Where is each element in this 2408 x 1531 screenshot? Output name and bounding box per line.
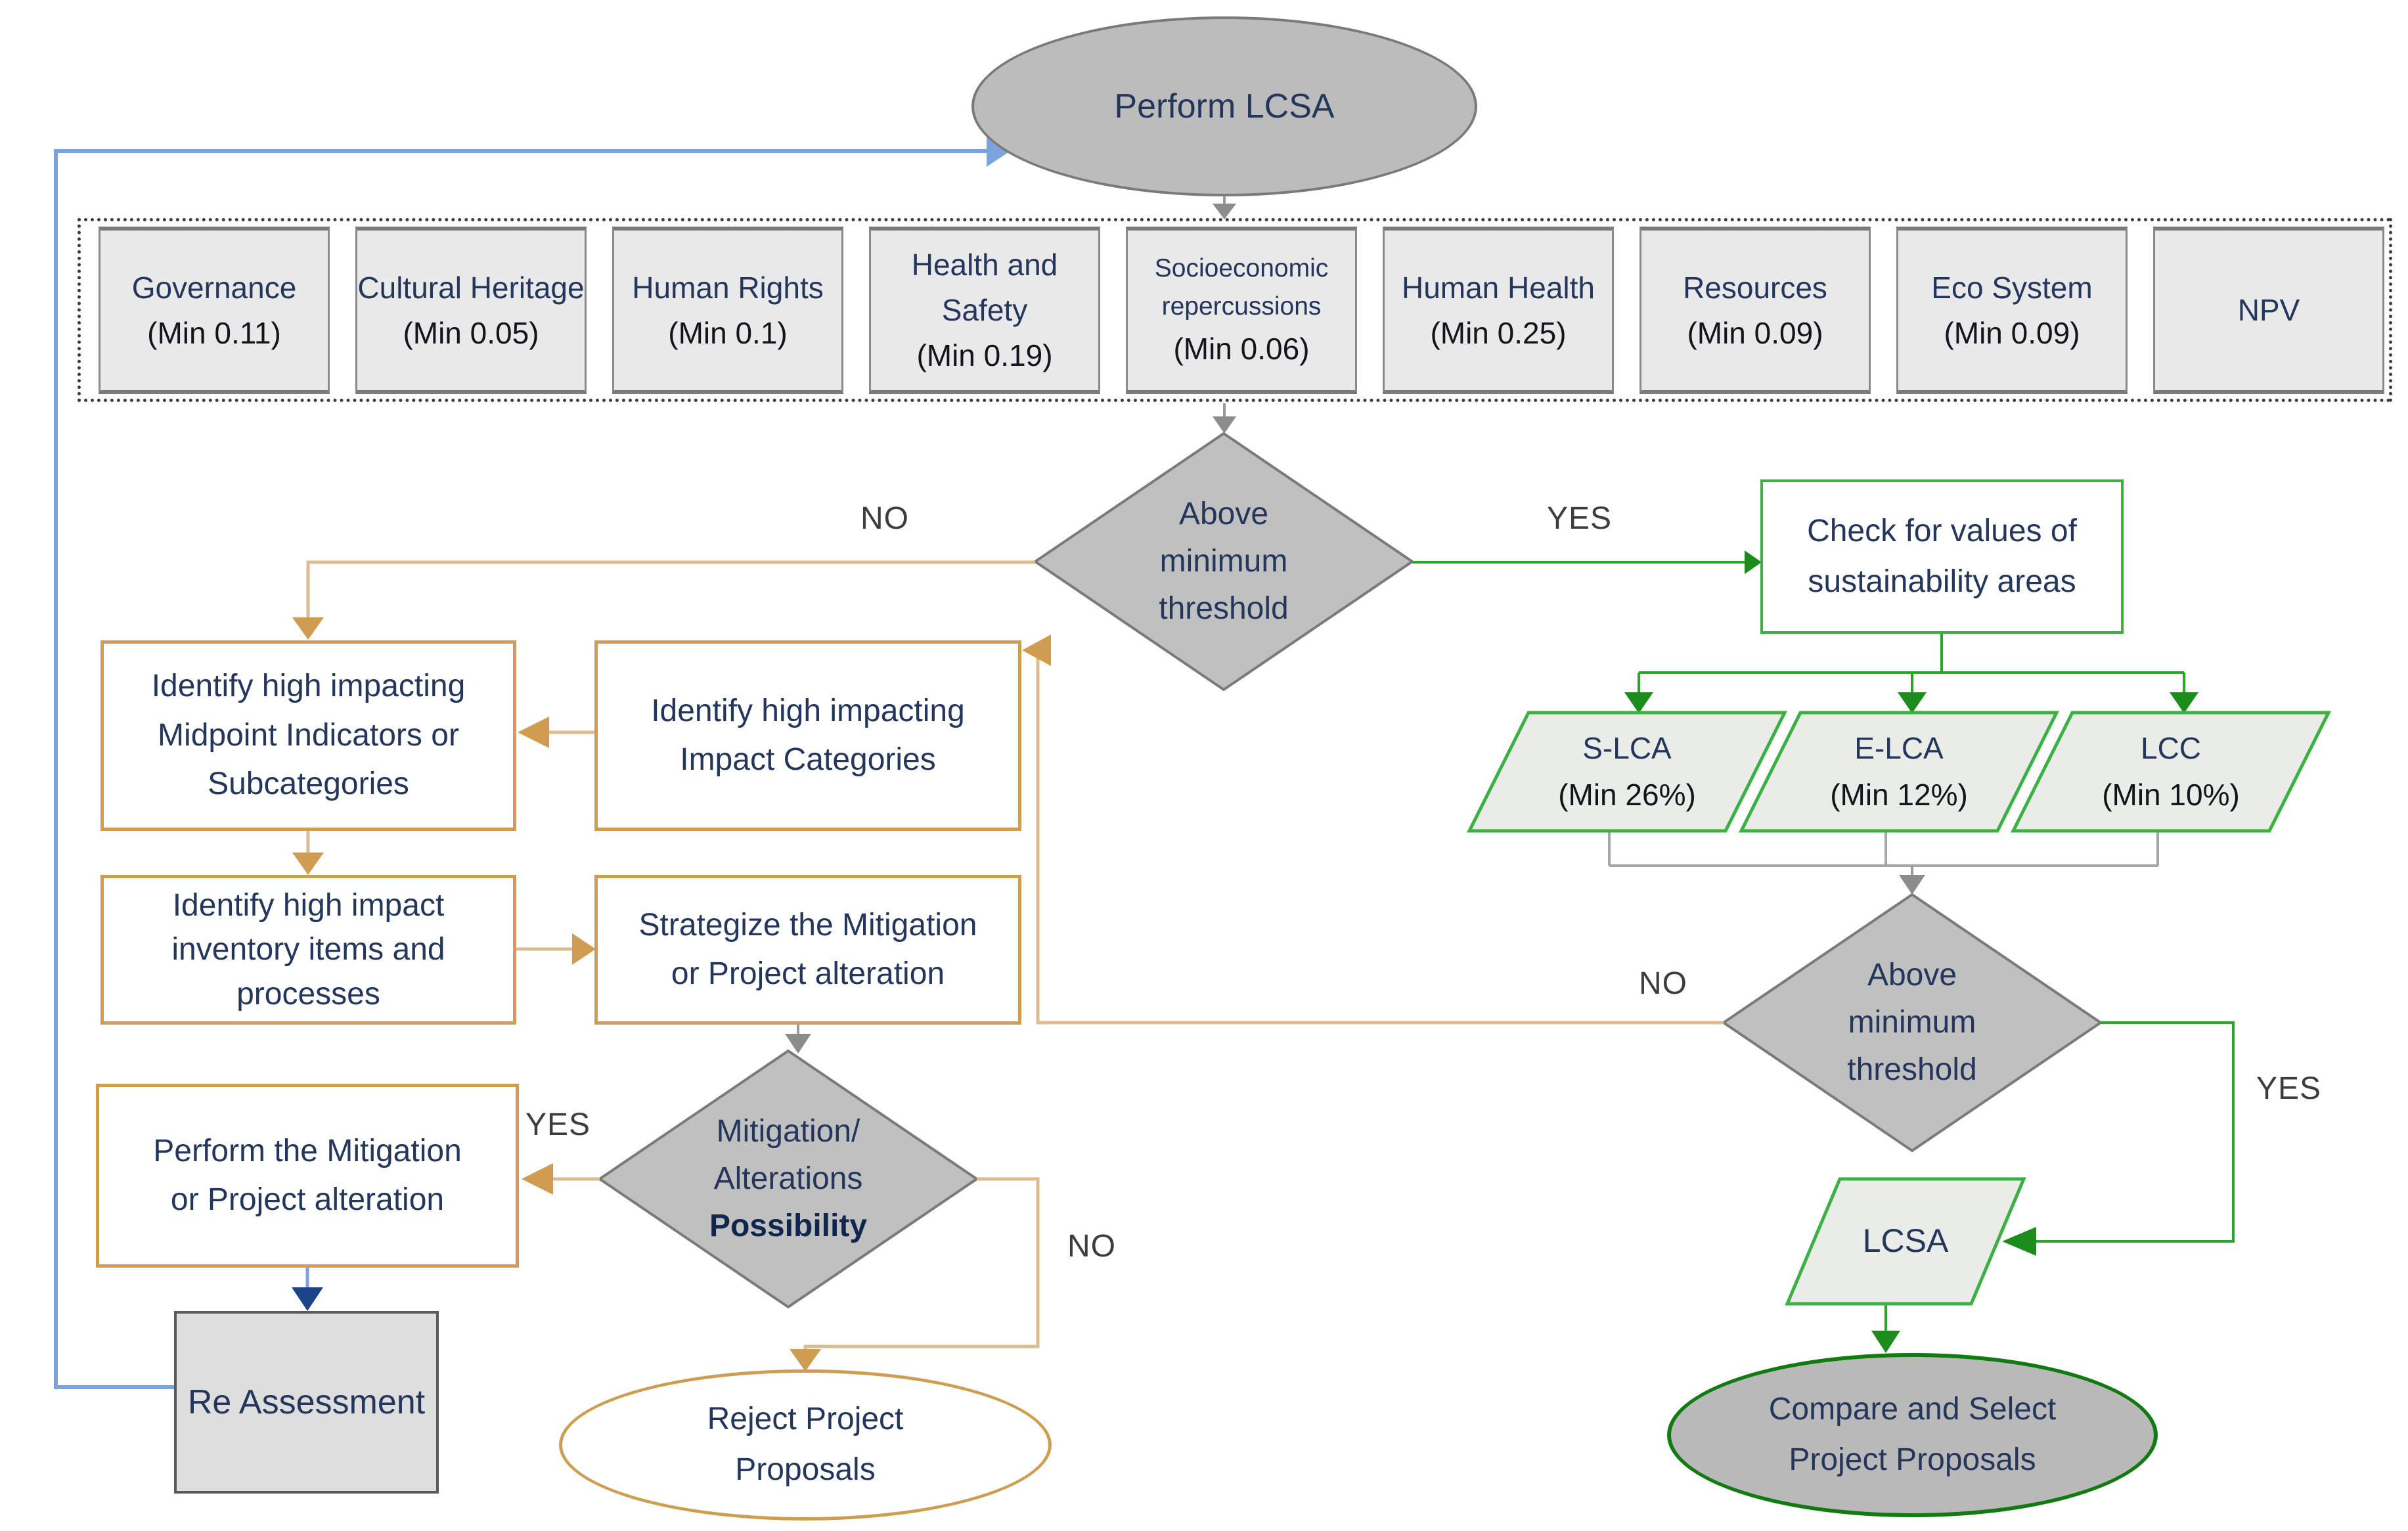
category-npv: NPV [2153,227,2384,394]
arrowhead-decision1-no [292,617,324,640]
edge-reassessment-to-start [54,149,989,1389]
category-eco-system: Eco System (Min 0.09) [1896,227,2128,394]
category-human-health: Human Health (Min 0.25) [1383,227,1614,394]
check-values-box: Check for values of sustainability areas [1760,479,2124,634]
category-label: Health and Safety [911,248,1058,327]
category-min: (Min 0.09) [1687,315,1823,350]
decision1-label: Above minimum threshold [1159,497,1289,626]
arrowhead-decision1-yes [1745,550,1762,574]
identify-midpoint-box: Identify high impacting Midpoint Indicat… [100,640,516,831]
arrowhead-start-to-categories [1213,204,1236,219]
category-min: (Min 0.19) [916,338,1053,372]
arrowhead-impact-to-midpoint [518,717,549,748]
category-label: Socioeconomic repercussions [1154,254,1329,321]
category-cultural-heritage: Cultural Heritage (Min 0.05) [355,227,587,394]
decision1-yes-label: YES [1547,501,1613,536]
category-min: (Min 0.1) [668,315,788,350]
identify-impact-box: Identify high impacting Impact Categorie… [594,640,1021,831]
category-label: Human Rights [632,270,824,305]
edge-decision2-yes [2022,1021,2235,1243]
category-socioeconomic: Socioeconomic repercussions (Min 0.06) [1126,227,1357,394]
categories-container [78,218,2392,402]
perform-mitigation-box: Perform the Mitigation or Project altera… [96,1084,519,1268]
category-label: Cultural Heritage [357,270,585,305]
category-label: Human Health [1401,270,1595,305]
arrowhead-decision2-no [1022,634,1051,666]
lcc-parallelogram [2010,711,2332,833]
arrowhead-to-slca [1624,692,1653,713]
category-health-safety: Health and Safety (Min 0.19) [869,227,1100,394]
elca-parallelogram [1738,711,2060,833]
arrowhead-to-elca [1898,692,1927,713]
lcc-label: LCC (Min 10%) [2102,730,2240,812]
arrowhead-midpoint-to-inventory [292,853,324,875]
category-resources: Resources (Min 0.09) [1639,227,1871,394]
category-min: (Min 0.06) [1173,331,1310,366]
arrowhead-to-lcc [2170,692,2198,713]
decision1-no-label: NO [860,501,909,536]
category-label: Governance [131,270,297,305]
start-label: Perform LCSA [1114,87,1335,125]
slca-label: S-LCA (Min 26%) [1558,730,1696,812]
decision2-label: Above minimum threshold [1847,958,1977,1087]
decision2-no-label: NO [1639,966,1687,1001]
category-label: NPV [2237,293,2300,327]
arrowhead-categories-to-decision1 [1213,416,1236,433]
decision3-label: Mitigation/ Alterations Possibility [709,1114,868,1243]
decision2-yes-label: YES [2256,1071,2322,1106]
edge-decision3-no [803,1177,1040,1352]
elca-label: E-LCA (Min 12%) [1830,730,1968,812]
slca-parallelogram-shape [1466,711,1788,833]
arrowhead-decision3-no [790,1349,821,1371]
category-label: Resources [1683,270,1827,305]
identify-inventory-box: Identify high impact inventory items and… [100,875,516,1025]
decision3-diamond [597,1049,979,1309]
category-governance: Governance (Min 0.11) [99,227,330,394]
decision3-no-label: NO [1067,1229,1116,1264]
category-min: (Min 0.05) [403,315,539,350]
category-min: (Min 0.25) [1430,315,1567,350]
arrowhead-reassessment-to-start [987,135,1010,167]
arrowhead-strategize-to-decision3 [785,1034,811,1054]
start-node: Perform LCSA [971,16,1477,196]
decision3-yes-label: YES [525,1107,591,1142]
decision1-diamond [1033,432,1415,692]
arrowhead-lcsa-to-compare [1871,1331,1900,1353]
reject-node: Reject Project Proposals [559,1369,1052,1520]
compare-select-node: Compare and Select Project Proposals [1667,1353,2158,1517]
category-label: Eco System [1931,270,2093,305]
arrowhead-decision3-yes [522,1163,553,1195]
reassessment-box: Re Assessment [174,1311,439,1494]
strategize-box: Strategize the Mitigation or Project alt… [594,875,1021,1025]
category-min: (Min 0.09) [1944,315,2080,350]
category-human-rights: Human Rights (Min 0.1) [612,227,843,394]
arrowhead-perform-to-reassessment [292,1287,323,1311]
edge-decision1-no [306,560,1035,620]
arrowhead-merge-to-decision2 [1899,875,1925,895]
category-min: (Min 0.11) [147,315,281,350]
decision2-diamond [1721,893,2103,1153]
lcsa-label: LCSA [1862,1222,1949,1260]
lcsa-parallelogram [1785,1177,2026,1306]
arrowhead-decision2-yes [2002,1227,2036,1256]
arrowhead-inventory-to-strategize [572,933,596,965]
